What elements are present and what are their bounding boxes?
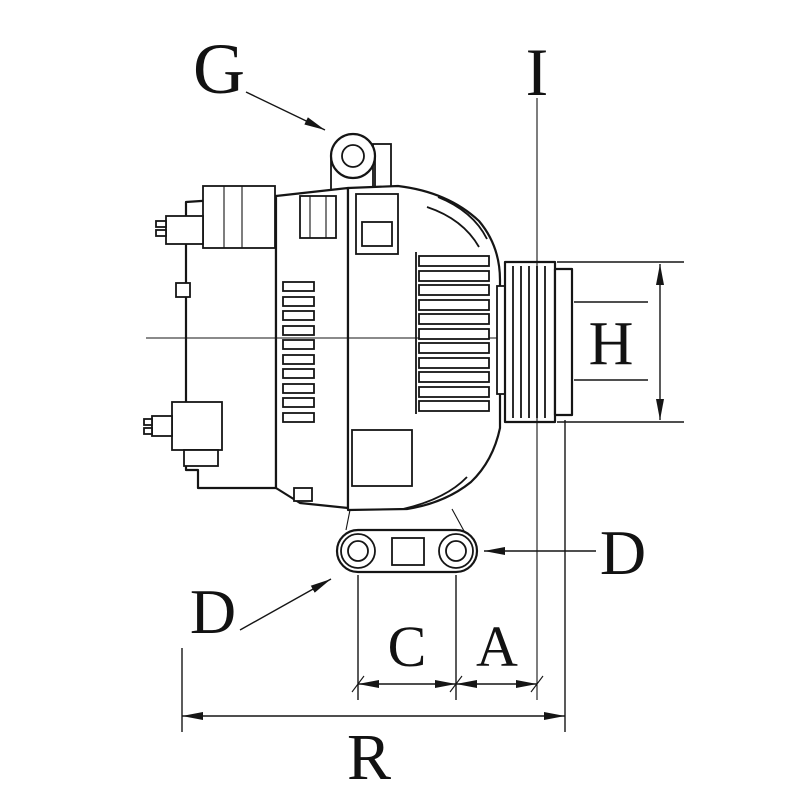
connector-pin (155, 220, 167, 228)
leader-line-g (245, 91, 326, 131)
brush-block (299, 195, 337, 239)
vent-slot (282, 281, 315, 292)
connector-pin (143, 427, 153, 435)
ear-hole (341, 144, 365, 168)
vent-slot (282, 325, 315, 336)
lug-hole-left (347, 540, 369, 562)
label-a: A (476, 614, 518, 679)
label-r: R (347, 721, 391, 794)
label-c: C (388, 614, 427, 679)
vent-slots-left (282, 281, 315, 423)
label-g: G (193, 29, 245, 109)
alternator-body (143, 132, 574, 574)
vent-slot (418, 328, 490, 340)
regulator-inner (361, 221, 393, 247)
connector-pin (155, 229, 167, 237)
rear-connectors (143, 185, 313, 502)
vent-slot (418, 371, 490, 383)
vent-slot (418, 255, 490, 267)
vent-slot (282, 296, 315, 307)
lug-boss-right (438, 533, 474, 569)
pulley-front-flange (553, 267, 574, 417)
connector-terminal-lines (223, 186, 243, 248)
label-d-left: D (190, 576, 236, 647)
connector-block-top (202, 185, 276, 249)
housing-rib-arc (402, 476, 468, 510)
lug-cutout (391, 537, 425, 566)
bottom-tab (293, 487, 313, 502)
vent-slot (418, 400, 490, 412)
vent-slot (282, 383, 315, 394)
housing-rib-arc (426, 206, 480, 248)
mounting-lugs (335, 508, 479, 574)
dimension-tick (351, 675, 365, 693)
vent-slot (282, 339, 315, 350)
connector-pin (143, 418, 153, 426)
ear-neck (330, 156, 376, 190)
housing-details (299, 193, 488, 510)
connector-block-bottom (171, 401, 223, 451)
pulley (496, 260, 574, 424)
lug-hole-right (445, 540, 467, 562)
vent-slot (282, 397, 315, 408)
vent-slot (282, 412, 315, 423)
dimension-annotations: G I H D D C A R (181, 29, 684, 794)
vent-slot (418, 313, 490, 325)
top-mounting-ear (329, 132, 392, 190)
vent-slot (418, 270, 490, 282)
vent-slot (282, 354, 315, 365)
shaft-spacer (496, 285, 506, 395)
vent-slot (282, 368, 315, 379)
dimension-tick (449, 675, 463, 693)
vent-slot (418, 299, 490, 311)
leader-line-d-left (239, 578, 332, 631)
vent-slot (418, 342, 490, 354)
label-d-right: D (600, 517, 646, 588)
housing-rib-arc (437, 196, 488, 240)
lower-frame-detail (351, 429, 413, 487)
connector-plug-bottom (151, 415, 173, 437)
vent-slot (282, 310, 315, 321)
label-h: H (589, 310, 634, 378)
lug-neck-lines (345, 508, 465, 532)
connector-block-bottom-foot (183, 449, 219, 467)
vent-slot (418, 357, 490, 369)
pulley-groove-lines (512, 266, 546, 418)
dimension-tick (530, 675, 544, 693)
connector-plug-top (165, 215, 204, 245)
vent-slot (418, 284, 490, 296)
vent-slot (418, 386, 490, 398)
brush-block-lines (309, 196, 327, 238)
rear-stud (175, 282, 191, 298)
lug-boss-left (340, 533, 376, 569)
label-i: I (526, 34, 549, 110)
vent-slots-right (418, 255, 490, 412)
